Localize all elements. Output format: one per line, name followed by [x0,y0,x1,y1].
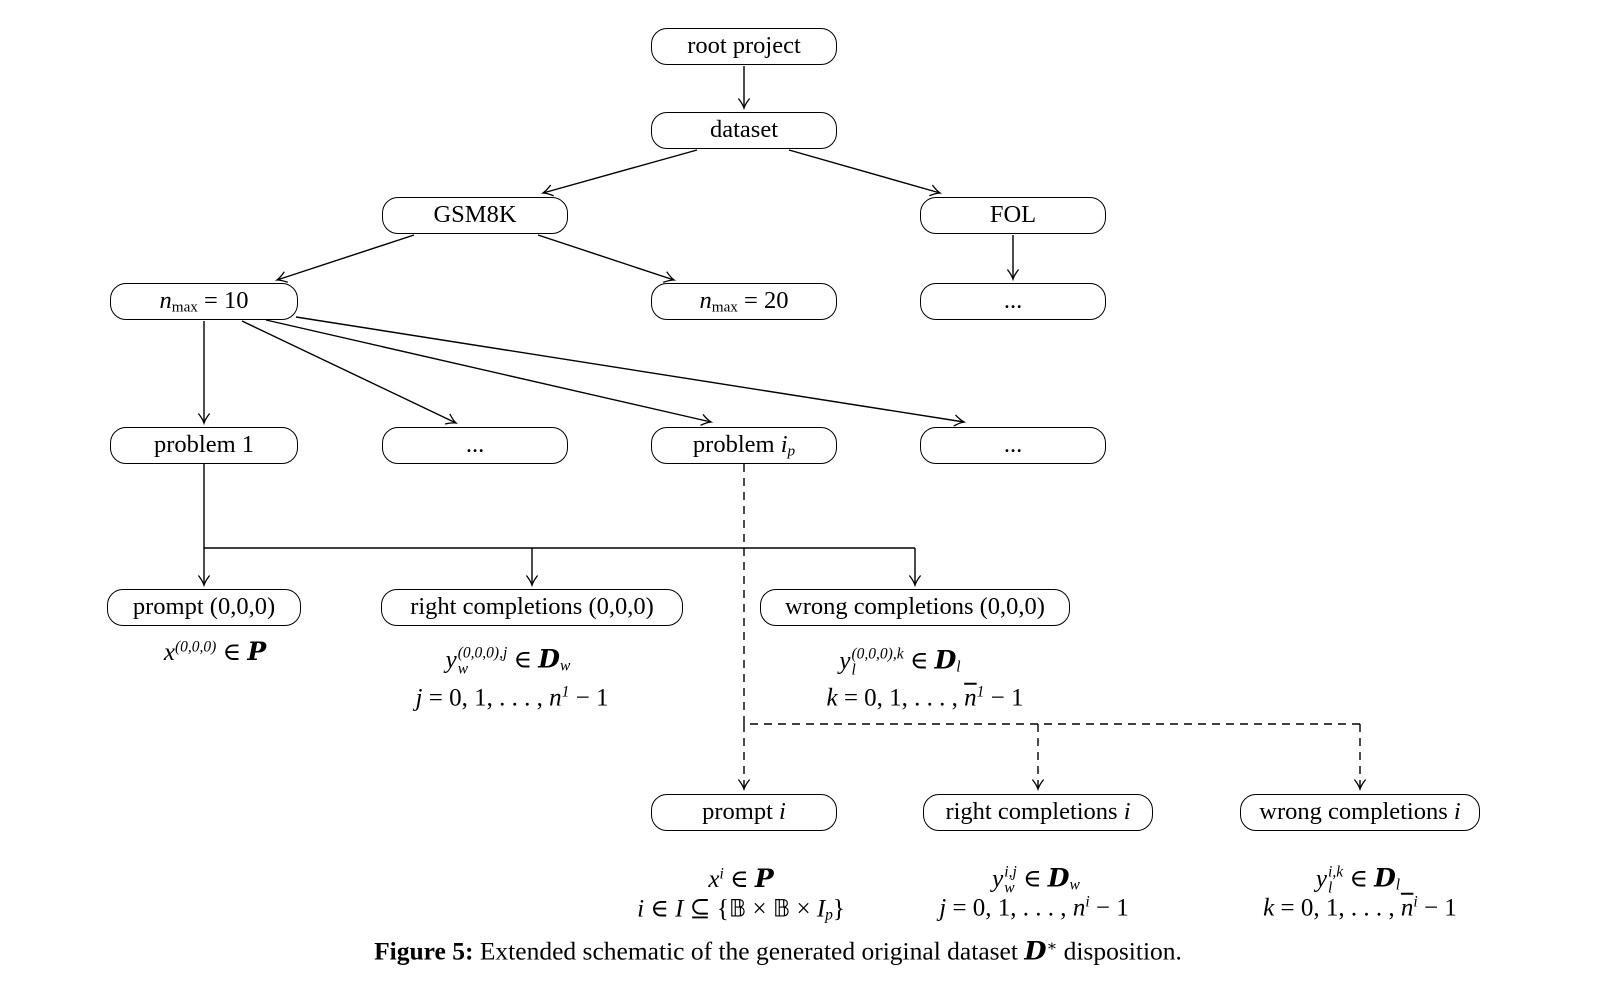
figure-caption: Figure 5: Extended schematic of the gene… [374,936,1182,967]
node-label: ... [1003,431,1023,459]
node-label: root project [687,32,801,60]
math-right-completions-000-line2: j = 0, 1, . . . , n1 − 1 [415,683,609,712]
node-label: dataset [709,116,779,144]
node-fol-ellipsis: ... [920,283,1106,320]
edge-nmax10-to-ellipsis-2 [295,316,967,427]
node-fol: FOL [920,197,1106,234]
node-gsm8k-ellipsis: ... [382,427,568,464]
math-wrong-completions-i-line2: k = 0, 1, . . . , ni − 1 [1263,893,1457,922]
edge-gsm8k-to-nmax10 [274,234,415,283]
node-label: nmax = 10 [159,286,249,316]
node-wrong-completions-000: wrong completions (0,0,0) [760,589,1070,626]
math-prompt-i-line2: i ∈ I ⊆ {𝔹 × 𝔹 × Ip} [637,894,845,924]
edge-dataset-to-fol [788,149,943,197]
node-label: nmax = 20 [699,286,789,316]
node-label: FOL [989,201,1037,229]
math-right-completions-i-line2: j = 0, 1, . . . , ni − 1 [939,893,1129,922]
node-prompt-000: prompt (0,0,0) [107,589,301,626]
node-label: ... [465,431,485,459]
node-label: right completions i [945,798,1131,826]
node-problem-1: problem 1 [110,427,298,464]
node-nmax-20: nmax = 20 [651,283,837,320]
edge-nmax10-to-problem-ip [265,319,714,426]
node-prompt-i: prompt i [651,794,837,831]
node-dataset: dataset [651,112,837,149]
node-label: prompt i [702,798,786,826]
node-label: problem ip [692,430,796,460]
node-right-completions-000: right completions (0,0,0) [381,589,683,626]
math-wrong-completions-000-line2: k = 0, 1, . . . , n1 − 1 [826,683,1024,712]
node-problem-ip: problem ip [651,427,837,464]
edge-nmax10-to-ellipsis [241,320,459,425]
node-last-ellipsis: ... [920,427,1106,464]
node-label: wrong completions (0,0,0) [785,593,1045,621]
edge-dataset-to-gsm8k [540,149,698,197]
node-root-project: root project [651,28,837,65]
node-right-completions-i: right completions i [923,794,1153,831]
node-label: problem 1 [153,431,255,459]
math-prompt-i-line1: xi ∈ P [708,864,774,893]
connector-problem1-branch [203,464,915,549]
node-wrong-completions-i: wrong completions i [1240,794,1480,831]
node-label: wrong completions i [1259,798,1461,826]
node-label: right completions (0,0,0) [410,593,654,621]
node-label: ... [1003,287,1023,315]
node-gsm8k: GSM8K [382,197,568,234]
node-label: prompt (0,0,0) [132,593,276,621]
math-prompt-000: x(0,0,0) ∈ P [163,637,267,666]
edge-gsm8k-to-nmax20 [537,234,677,283]
node-label: GSM8K [433,201,517,229]
node-nmax-10: nmax = 10 [110,283,298,320]
